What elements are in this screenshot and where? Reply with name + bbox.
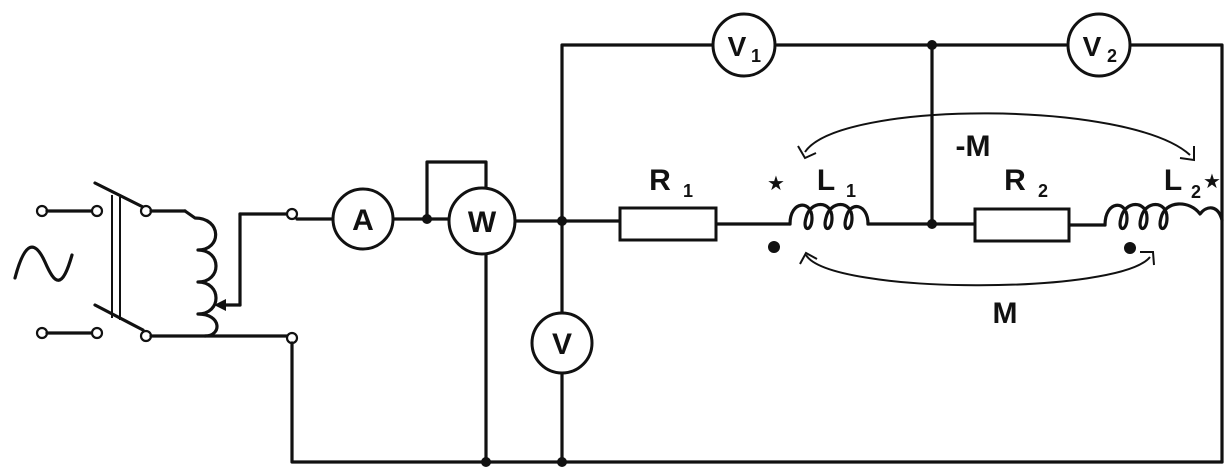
voltmeter-1-circle [711, 12, 777, 78]
l2-dot-marker [1124, 242, 1136, 254]
autotransformer [149, 207, 299, 345]
junction-bottom-wattmeter [481, 457, 491, 467]
inductor-l2-coil [1103, 202, 1224, 231]
voltmeter-circle [530, 311, 594, 375]
resistor-r2-body [973, 207, 1071, 243]
ammeter: A [331, 187, 395, 251]
output-terminal-top [285, 207, 299, 221]
inductor-l1: L 1 ★ [767, 164, 870, 253]
mutual-upper-arrow-left [797, 145, 817, 160]
voltmeter-2-circle [1066, 12, 1132, 78]
voltmeter: V [530, 311, 594, 375]
junction-bottom-voltmeter [557, 457, 567, 467]
wire-return-bottom [290, 341, 1224, 464]
mutual-lower-label: M [993, 297, 1018, 330]
mutual-lower-arrow-right [1140, 251, 1155, 266]
transformer-coil [183, 209, 219, 338]
wire-right-side [1129, 43, 1224, 464]
l1-label: L [817, 164, 835, 197]
resistor-r1: R 1 [618, 164, 718, 242]
mutual-upper-arrow-right [1179, 146, 1195, 162]
double-pole-switch [93, 181, 153, 343]
junctions [422, 40, 937, 467]
l1-dot-marker [768, 241, 780, 253]
junction-voltmeter-top [557, 216, 567, 226]
ac-source [13, 204, 104, 340]
switch-blade-top [93, 181, 145, 209]
wattmeter-current-coil-loop [425, 160, 488, 221]
l1-star-marker: ★ [767, 171, 785, 195]
r1-subscript: 1 [683, 181, 693, 201]
wattmeter-circle [447, 186, 517, 256]
mutual-inductance-upper: -M [797, 112, 1195, 163]
input-terminal-bottom-right [90, 326, 104, 340]
junction-wattmeter-in [422, 214, 432, 224]
r2-subscript: 2 [1038, 181, 1048, 201]
ammeter-label: A [352, 204, 374, 237]
r1-label: R [649, 164, 671, 197]
ac-source-symbol [13, 245, 74, 282]
l2-label: L [1164, 164, 1182, 197]
mutual-lower-arrow-left [799, 251, 818, 265]
resistor-r2: R 2 [973, 164, 1071, 243]
mutual-inductance-lower: M [799, 251, 1155, 330]
wires [290, 43, 1224, 464]
l2-subscript: 2 [1191, 182, 1201, 202]
voltmeter-2-label: V [1083, 31, 1102, 62]
voltmeter-label: V [552, 328, 572, 361]
voltmeter-1-subscript: 1 [751, 46, 761, 66]
voltmeter-2-subscript: 2 [1107, 46, 1117, 66]
l1-subscript: 1 [846, 181, 856, 201]
r2-label: R [1004, 164, 1026, 197]
inductor-l1-coil [788, 202, 870, 231]
junction-top-mid [927, 40, 937, 50]
l2-star-marker: ★ [1203, 169, 1221, 193]
voltmeter-1-label: V [728, 31, 747, 62]
wire-top-left [560, 43, 714, 223]
voltmeter-1: V 1 [711, 12, 777, 78]
mutual-upper-label: -M [956, 130, 991, 163]
inductor-l2: L 2 ★ [1103, 164, 1224, 254]
mutual-lower-arc [805, 254, 1151, 287]
mutual-upper-arc [804, 112, 1191, 156]
resistor-r1-body [618, 206, 718, 242]
voltmeter-2: V 2 [1066, 12, 1132, 78]
input-terminal-top-right [90, 204, 104, 218]
ammeter-circle [331, 187, 395, 251]
wiper-arrow [214, 299, 226, 311]
wattmeter: W [447, 186, 517, 256]
wattmeter-label: W [468, 206, 497, 239]
junction-midpoint [927, 219, 937, 229]
